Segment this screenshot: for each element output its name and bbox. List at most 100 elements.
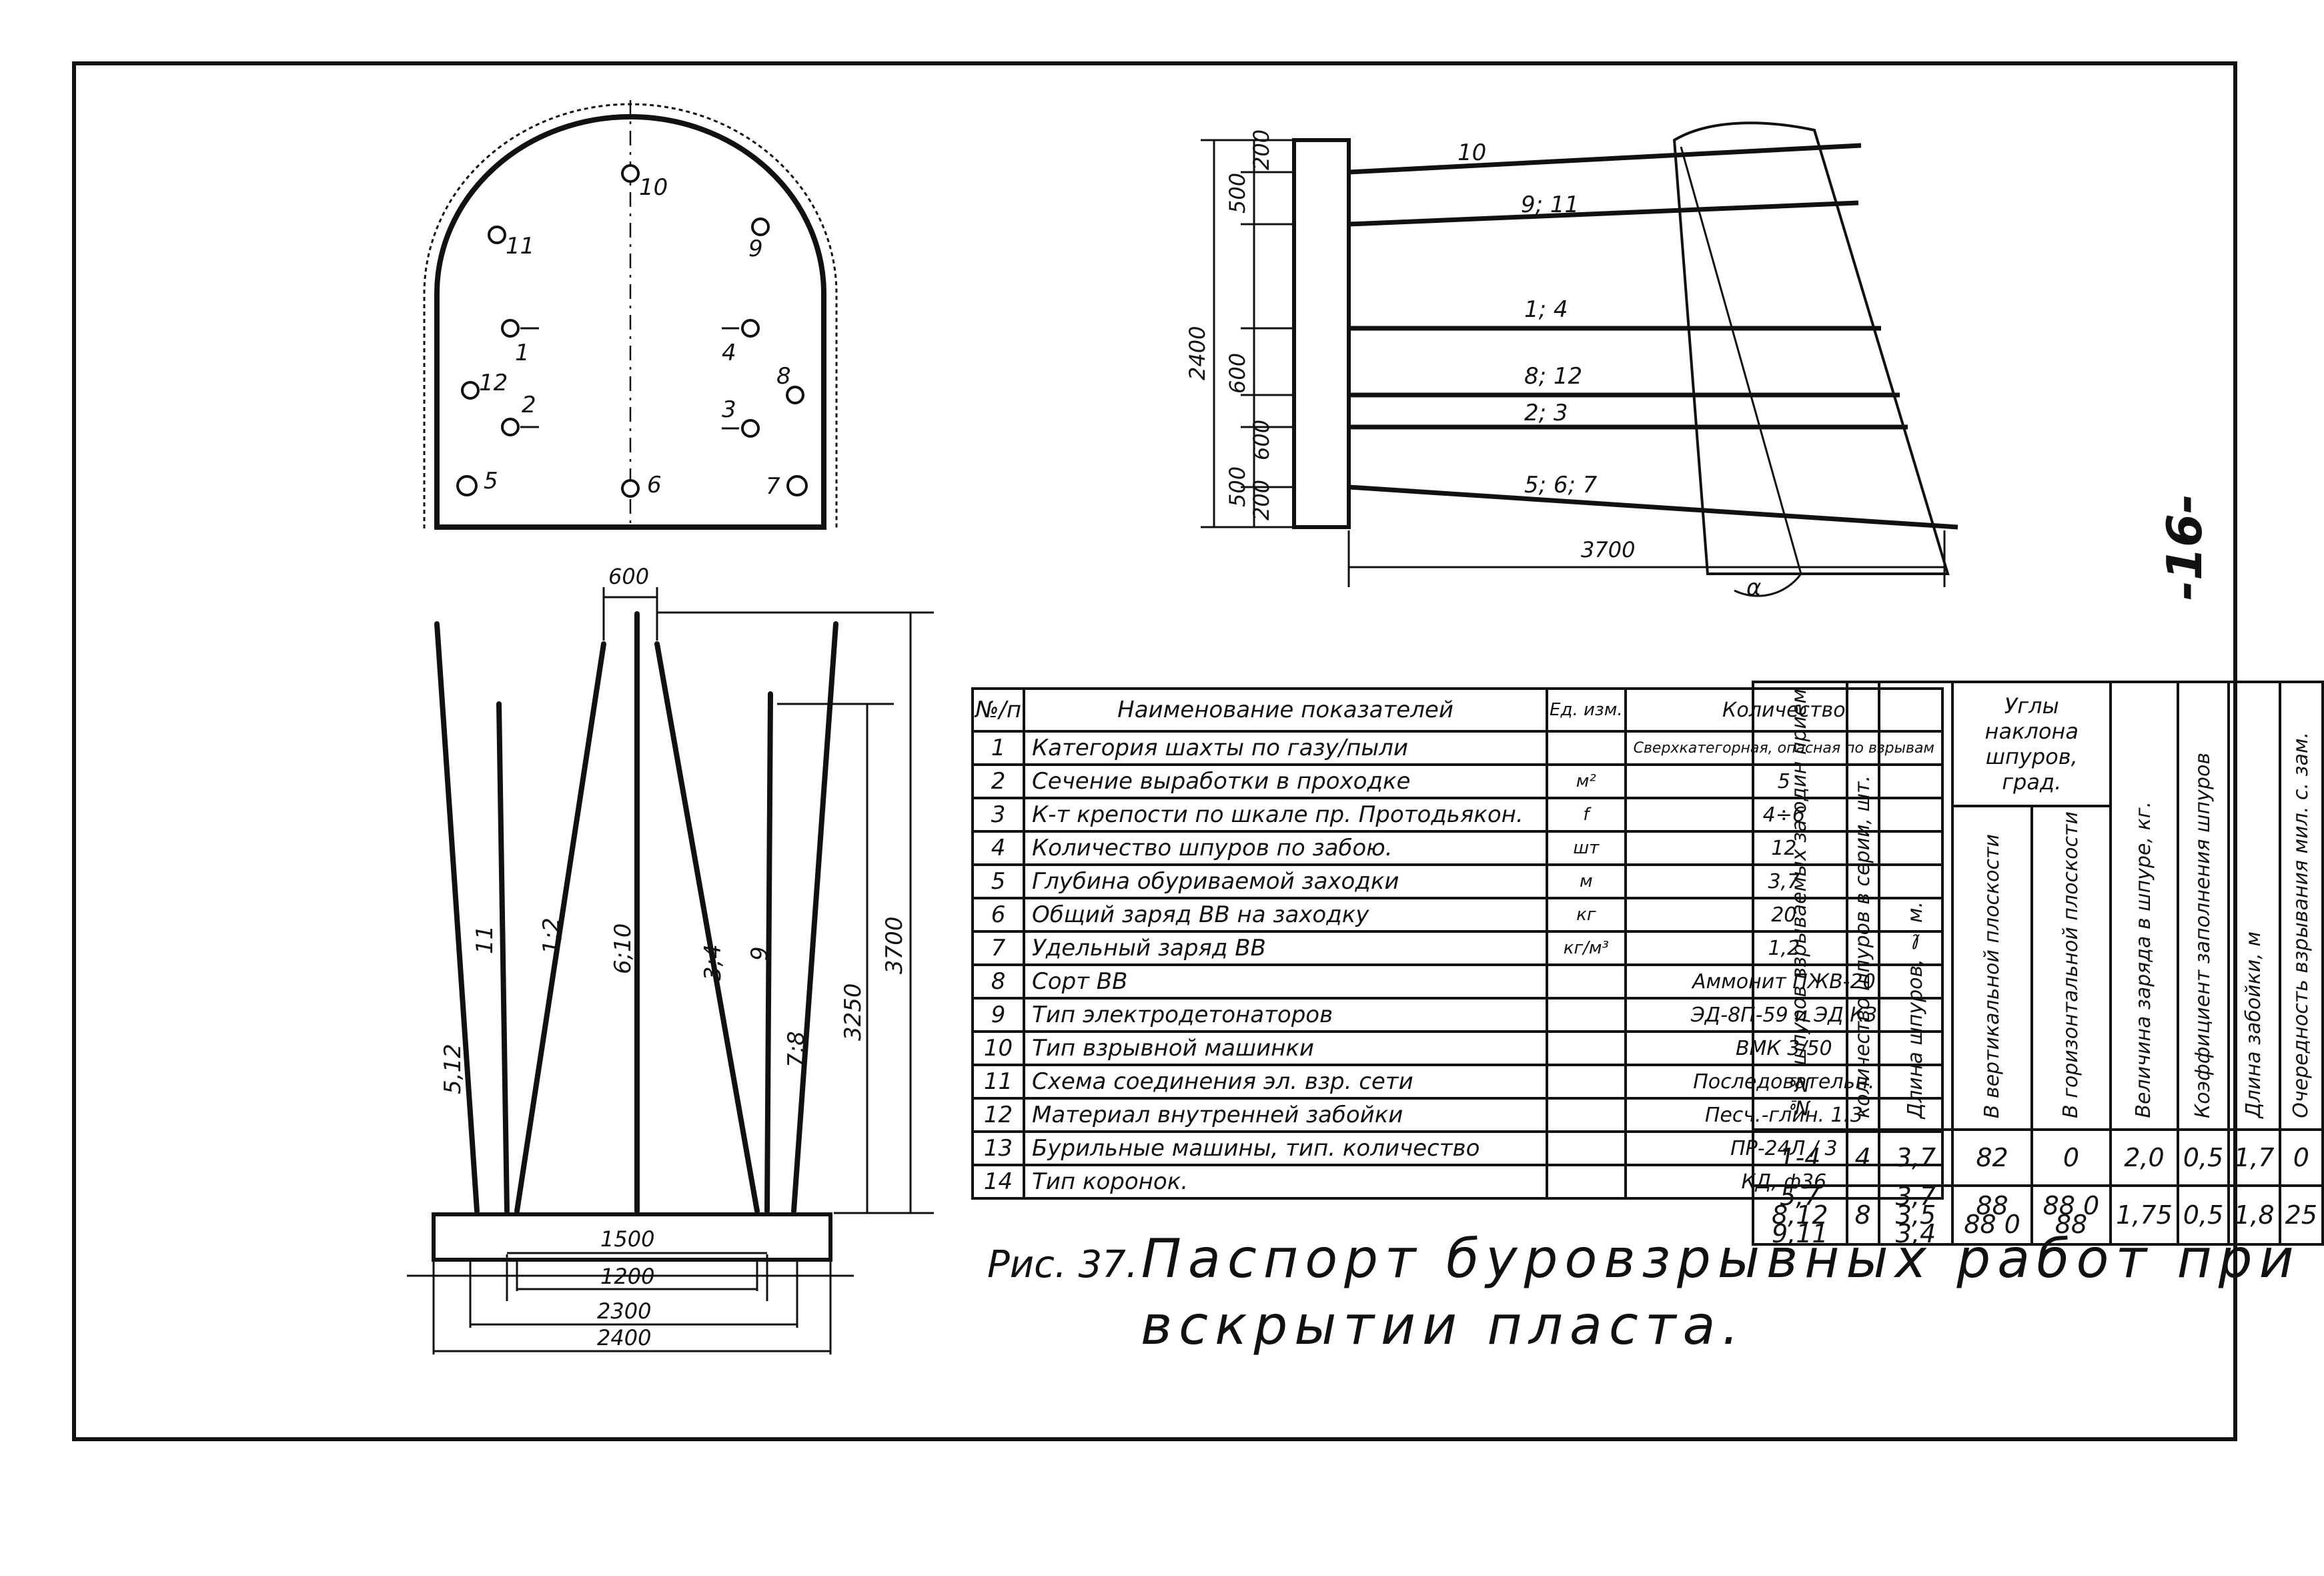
cell-unit (1546, 1064, 1627, 1100)
plan-diagram: 5,12 11 1;2 6;10 3;4 9 7;8 600 3250 3700 (407, 564, 934, 1354)
cell-no: 11 (971, 1064, 1026, 1100)
dim-500-bottom: 500 (1225, 466, 1250, 507)
hole-label-2: 2 (522, 392, 536, 418)
cell-fill-coef: 0,5 (2176, 1184, 2231, 1246)
hole-1 (501, 319, 520, 338)
section-label-9-11: 9; 11 (1521, 191, 1579, 218)
hole-label-5: 5 (484, 468, 498, 494)
cell-unit (1546, 730, 1627, 766)
header-no: №/п (971, 687, 1026, 733)
header-unit: Ед. изм. (1546, 687, 1627, 733)
hole-label-9: 9 (748, 236, 763, 262)
cell-count: 8 (1845, 1184, 1880, 1246)
section-label-10: 10 (1458, 139, 1486, 166)
hole-9 (751, 218, 770, 236)
caption-line-2: вскрытии пласта. (1141, 1294, 1746, 1356)
hole-7 (786, 475, 808, 496)
face-diagram: 10 11 9 1 4 12 8 2 3 5 6 7 (423, 100, 838, 530)
hole-label-1: 1 (515, 340, 530, 366)
cell-name: Категория шахты по газу/пыли (1023, 730, 1549, 766)
cell-name: Удельный заряд ВВ (1023, 930, 1549, 966)
figure-caption: Рис. 37. Паспорт буровзрывных работ при … (987, 1228, 2301, 1356)
cell-name: К-т крепости по шкале пр. Протодьякон. (1023, 797, 1549, 833)
cell-no: 4 (971, 830, 1026, 866)
cell-no: 1 (971, 730, 1026, 766)
cell-unit: шт (1546, 830, 1627, 866)
dim-600-plan: 600 (608, 564, 649, 589)
hole-10 (621, 164, 640, 183)
plan-label-7-8: 7;8 (783, 1031, 810, 1068)
cell-count: 4 (1845, 1128, 1880, 1187)
angle-alpha: α (1746, 574, 1761, 601)
cell-name: Материал внутренней забойки (1023, 1097, 1549, 1133)
hole-8 (786, 386, 804, 404)
cell-unit (1546, 997, 1627, 1033)
section-label-1-4: 1; 4 (1524, 296, 1568, 323)
caption-line-1: Паспорт буровзрывных работ при (1141, 1228, 2301, 1290)
cell-unit: м (1546, 863, 1627, 899)
cell-length: 3,7 3,5 3,4 (1877, 1184, 1954, 1246)
section-label-5-6-7: 5; 6; 7 (1524, 472, 1598, 498)
hole-12 (461, 381, 480, 400)
hole-label-8: 8 (776, 363, 791, 390)
header-name: Наименование показателей (1023, 687, 1549, 733)
cell-vertical: 82 (1951, 1128, 2033, 1187)
cell-stemming: 1,8 (2227, 1184, 2281, 1246)
dim-1200: 1200 (600, 1264, 654, 1289)
hole-label-11: 11 (506, 233, 534, 260)
cell-name: Сечение выработки в проходке (1023, 763, 1549, 799)
dim-600-a: 600 (1225, 353, 1250, 394)
cell-unit (1546, 1097, 1627, 1133)
dim-2400: 2400 (1185, 326, 1210, 380)
hole-11 (488, 226, 506, 244)
holes-header-fill-coef: Коэффициент заполнения шпуров (2176, 681, 2231, 1131)
cell-no: 3 (971, 797, 1026, 833)
cell-unit (1546, 963, 1627, 1000)
plan-label-1-2: 1;2 (538, 917, 565, 954)
section-label-2-3: 2; 3 (1524, 400, 1568, 426)
cell-unit (1546, 1130, 1627, 1166)
cell-unit: f (1546, 797, 1627, 833)
holes-header-angles: Углы наклона шпуров, град. (1951, 681, 2113, 807)
dim-600-b: 600 (1249, 420, 1274, 460)
dim-500-top: 500 (1225, 173, 1250, 214)
hole-label-4: 4 (722, 340, 736, 366)
section-label-8-12: 8; 12 (1524, 363, 1582, 390)
page-number: -16- (2157, 494, 2213, 601)
cell-stemming: 1,7 (2227, 1128, 2281, 1187)
dim-2300: 2300 (597, 1298, 651, 1324)
cell-name: Количество шпуров по забою. (1023, 830, 1549, 866)
cell-no: 9 (971, 997, 1026, 1033)
holes-row-1: 1-4 4 3,7 82 0 2,0 0,5 1,7 0 (1752, 1128, 2324, 1187)
cell-charge: 2,0 (2109, 1128, 2179, 1187)
holes-header-numbers: №№ шпуров взрываемых за один прием (1752, 681, 1848, 1131)
hole-label-3: 3 (722, 396, 736, 423)
dim-3700-section: 3700 (1581, 537, 1635, 562)
holes-header-count: количество шпуров в серии, шт. (1845, 681, 1880, 1131)
cell-no: 14 (971, 1164, 1026, 1200)
cell-numbers: 1-4 (1752, 1128, 1848, 1187)
holes-row-2: 5,7 8,12 9,11 8 3,7 3,5 3,4 88 88 0 88 0… (1752, 1184, 2324, 1246)
hole-5 (456, 475, 478, 496)
dim-3250: 3250 (840, 983, 866, 1041)
cell-no: 12 (971, 1097, 1026, 1133)
cell-unit (1546, 1030, 1627, 1066)
dim-2400-plan: 2400 (597, 1325, 651, 1350)
plan-label-6-10: 6;10 (610, 923, 636, 974)
dim-200-top: 200 (1249, 129, 1274, 170)
hole-4 (741, 319, 760, 338)
cell-fill-coef: 0,5 (2176, 1128, 2231, 1187)
dim-200-bottom: 200 (1249, 480, 1274, 520)
hole-3 (741, 419, 760, 438)
plan-label-9: 9 (746, 946, 773, 961)
holes-header-sequence: Очередность взрывания мил. с. зам. (2278, 681, 2324, 1131)
cell-name: Сорт ВВ (1023, 963, 1549, 1000)
dim-3700-plan: 3700 (881, 916, 908, 974)
cell-sequence: 25 (2278, 1184, 2324, 1246)
cell-vertical: 88 88 0 (1951, 1184, 2033, 1246)
holes-header-horizontal: В горизонтальной плоскости (2030, 805, 2113, 1131)
holes-table: №№ шпуров взрываемых за один прием колич… (1752, 681, 2324, 1246)
